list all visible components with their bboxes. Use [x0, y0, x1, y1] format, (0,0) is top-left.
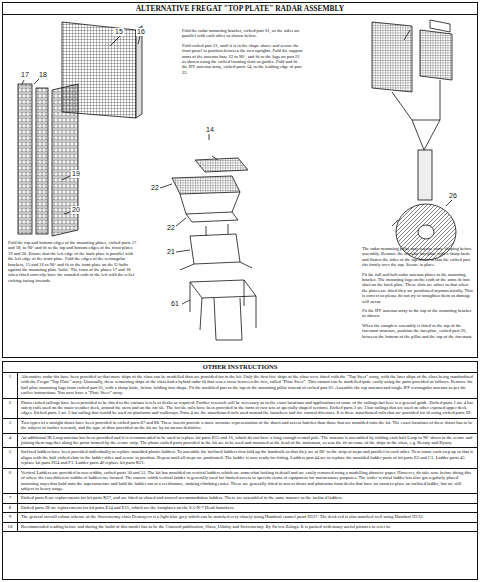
row-text: Photo etched railings have been provided… — [18, 399, 477, 418]
row-text: Vertical Ladders are provided in two wid… — [18, 469, 477, 494]
instruction-text: The radar mounting pillar may require so… — [362, 246, 474, 268]
callout-number: 15 — [114, 28, 124, 36]
instruction-text: Fold the top and bottom edges of the mou… — [8, 240, 138, 283]
row-number: 4 — [3, 434, 18, 448]
instructions-panel: OTHER INSTRUCTIONS1Alternative radar fit… — [2, 361, 478, 580]
row-number: 3 — [3, 419, 18, 433]
row-text: Etched parts 28 are replacements for kit… — [18, 504, 477, 512]
instruction-row: 5Inclined ladders have been provided ind… — [3, 448, 477, 468]
instruction-text: Fit the IFF antenna array to the top of … — [362, 308, 474, 319]
row-text: The general overall colour scheme of the… — [18, 513, 477, 521]
row-text: Etched parts 8 are replacements for kit … — [18, 494, 477, 502]
row-number: 1 — [3, 373, 18, 398]
callout-number: 22 — [150, 184, 160, 192]
callout-number: 14 — [205, 126, 215, 134]
row-number: 10 — [3, 523, 18, 531]
callout-number: 17 — [20, 71, 30, 79]
instruction-text: When the complete assembly is fitted to … — [362, 323, 474, 339]
text-column: The radar mounting pillar may require so… — [362, 246, 474, 343]
text-column: Fold the radar mounting bracket, etched … — [182, 28, 304, 79]
instruction-row: 1Alternative radar fits have been provid… — [3, 373, 477, 399]
callout-number: 16 — [136, 28, 146, 36]
instruction-row: 4An additional IR Loop antenna has been … — [3, 434, 477, 449]
row-number: 7 — [3, 494, 18, 502]
panel-heading: OTHER INSTRUCTIONS — [3, 362, 477, 373]
row-text: Inclined ladders have been provided indi… — [18, 448, 477, 467]
row-text: Two types of a straight doors have been … — [18, 419, 477, 433]
instruction-row: 2Photo etched railings have been provide… — [3, 399, 477, 419]
instruction-row: 7Etched parts 8 are replacements for kit… — [3, 494, 477, 503]
callout-number: 22 — [166, 224, 176, 232]
callout-number: 21 — [166, 248, 176, 256]
instruction-row: 8Etched parts 28 are replacements for ki… — [3, 504, 477, 513]
instruction-row: 6Vertical Ladders are provided in two wi… — [3, 469, 477, 495]
row-text: An additional IR Loop antenna has been p… — [18, 434, 477, 448]
instruction-rows: 1Alternative radar fits have been provid… — [3, 373, 477, 532]
row-number: 9 — [3, 513, 18, 521]
instruction-row: 9The general overall colour scheme of th… — [3, 513, 477, 522]
row-number: 5 — [3, 448, 18, 467]
callout-number: 61 — [170, 300, 180, 308]
row-text: Recommended reading before and during th… — [18, 523, 477, 531]
instruction-row: 10Recommended reading before and during … — [3, 523, 477, 532]
instruction-text: Fold the radar mounting bracket, etched … — [182, 28, 304, 39]
row-text: Alternative radar fits have been provide… — [18, 373, 477, 398]
instruction-row: 3Two types of a straight doors have been… — [3, 419, 477, 434]
callout-number: 20 — [71, 206, 81, 214]
panel-heading: ALTERNATIVE FREGAT "TOP PLATE" RADAR ASS… — [3, 3, 477, 15]
callout-number: 19 — [71, 170, 81, 178]
instruction-text: Fold etched part 21, until it is in the … — [182, 43, 304, 75]
callout-number: 18 — [38, 71, 48, 79]
row-number: 8 — [3, 504, 18, 512]
instruction-text: Fit the full and half radar antenna plat… — [362, 272, 474, 304]
row-number: 6 — [3, 469, 18, 494]
row-number: 2 — [3, 399, 18, 418]
callout-number: 26 — [448, 192, 458, 200]
text-column: Fold the top and bottom edges of the mou… — [8, 240, 138, 287]
